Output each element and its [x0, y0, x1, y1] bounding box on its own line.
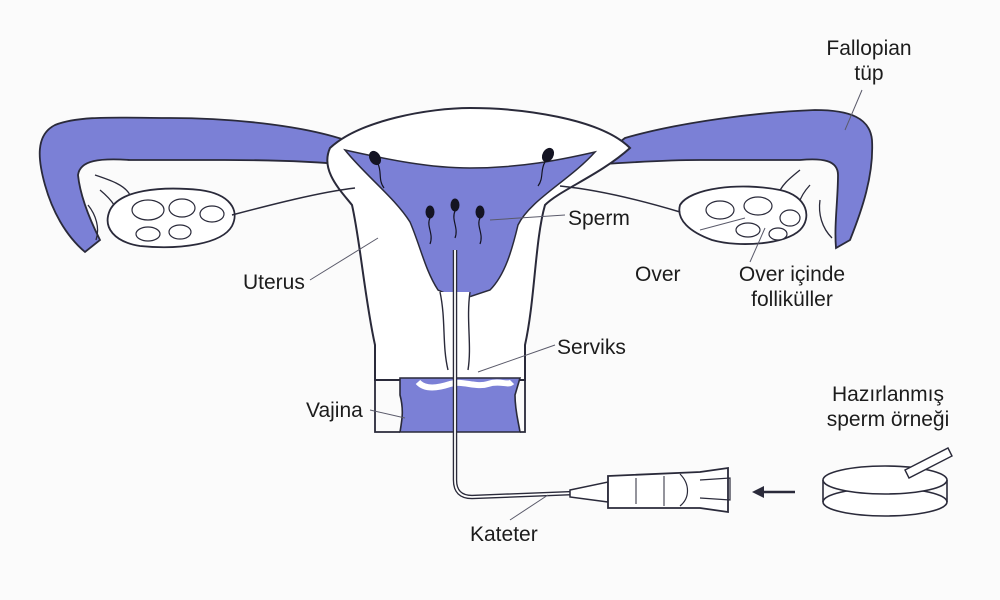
- fallopian-tube-label-line2: tüp: [854, 62, 884, 85]
- sperm-label: Sperm: [568, 207, 630, 230]
- prepared-sample-label-line1: Hazırlanmış: [831, 383, 945, 406]
- fallopian-tube-label-line1: Fallopian: [826, 37, 912, 60]
- left-fallopian-tube: [38, 116, 352, 254]
- ovary-label: Over: [635, 263, 681, 286]
- cervix-label: Serviks: [557, 336, 626, 359]
- left-ovary: [106, 187, 236, 249]
- follicles-label: Over içinde folliküller: [732, 262, 852, 312]
- sperm-sample-dish: [822, 447, 953, 517]
- syringe: [569, 466, 731, 514]
- catheter-label: Kateter: [470, 523, 538, 546]
- uterine-cavity: [343, 148, 598, 301]
- prepared-sample-label: Hazırlanmış sperm örneği: [818, 382, 958, 432]
- uterus-label: Uterus: [243, 271, 305, 294]
- sperm-cells: [368, 147, 555, 245]
- vagina-label: Vajina: [306, 399, 363, 422]
- right-fallopian-tube: [587, 109, 874, 250]
- fallopian-tube-label: Fallopian tüp: [826, 36, 912, 86]
- leader-lines: [309, 89, 863, 521]
- right-ovary: [678, 185, 808, 245]
- prepared-sample-label-line2: sperm örneği: [826, 408, 950, 431]
- follicles-label-line1: Over içinde: [738, 263, 846, 286]
- follicles-label-line2: folliküller: [751, 288, 833, 311]
